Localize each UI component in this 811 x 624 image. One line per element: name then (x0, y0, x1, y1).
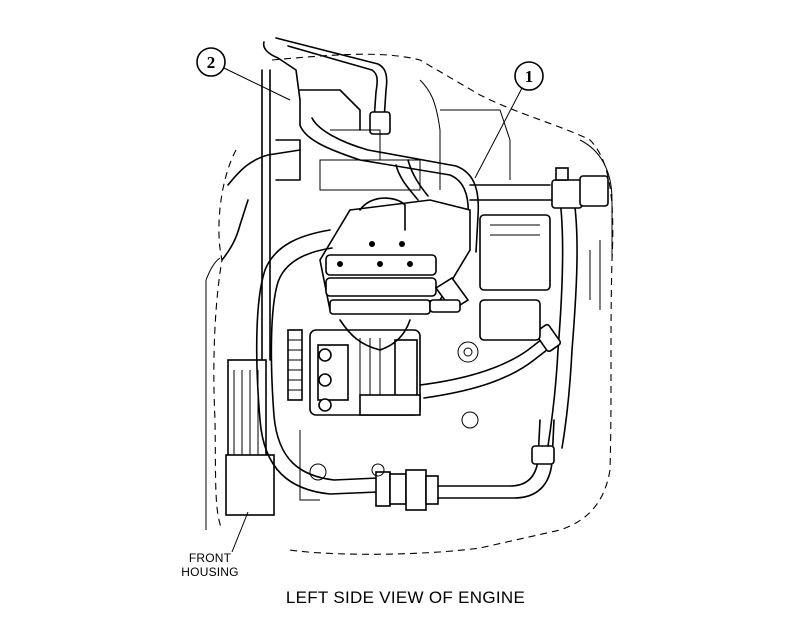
crossover-tube (419, 323, 562, 399)
lower-tube-and-valve (375, 419, 555, 511)
figure-caption: LEFT SIDE VIEW OF ENGINE (285, 588, 526, 607)
air-compressor-assembly (287, 159, 471, 416)
front-housing-label: FRONT HOUSING (170, 551, 250, 579)
front-housing-label-line1: FRONT (188, 551, 232, 565)
callout-2: 2 (196, 47, 291, 101)
engine-detail-blocks (299, 79, 601, 501)
callout-1: 1 (474, 61, 544, 179)
callout-1-number: 1 (525, 67, 534, 86)
right-side-hose (469, 167, 609, 449)
front-housing-leader (231, 511, 249, 553)
callout-2-number: 2 (207, 53, 216, 72)
engine-block-outline (205, 53, 614, 555)
coolant-hose-loop (255, 229, 379, 495)
front-mount-structure (221, 69, 301, 516)
front-housing-label-line2: HOUSING (181, 565, 239, 579)
